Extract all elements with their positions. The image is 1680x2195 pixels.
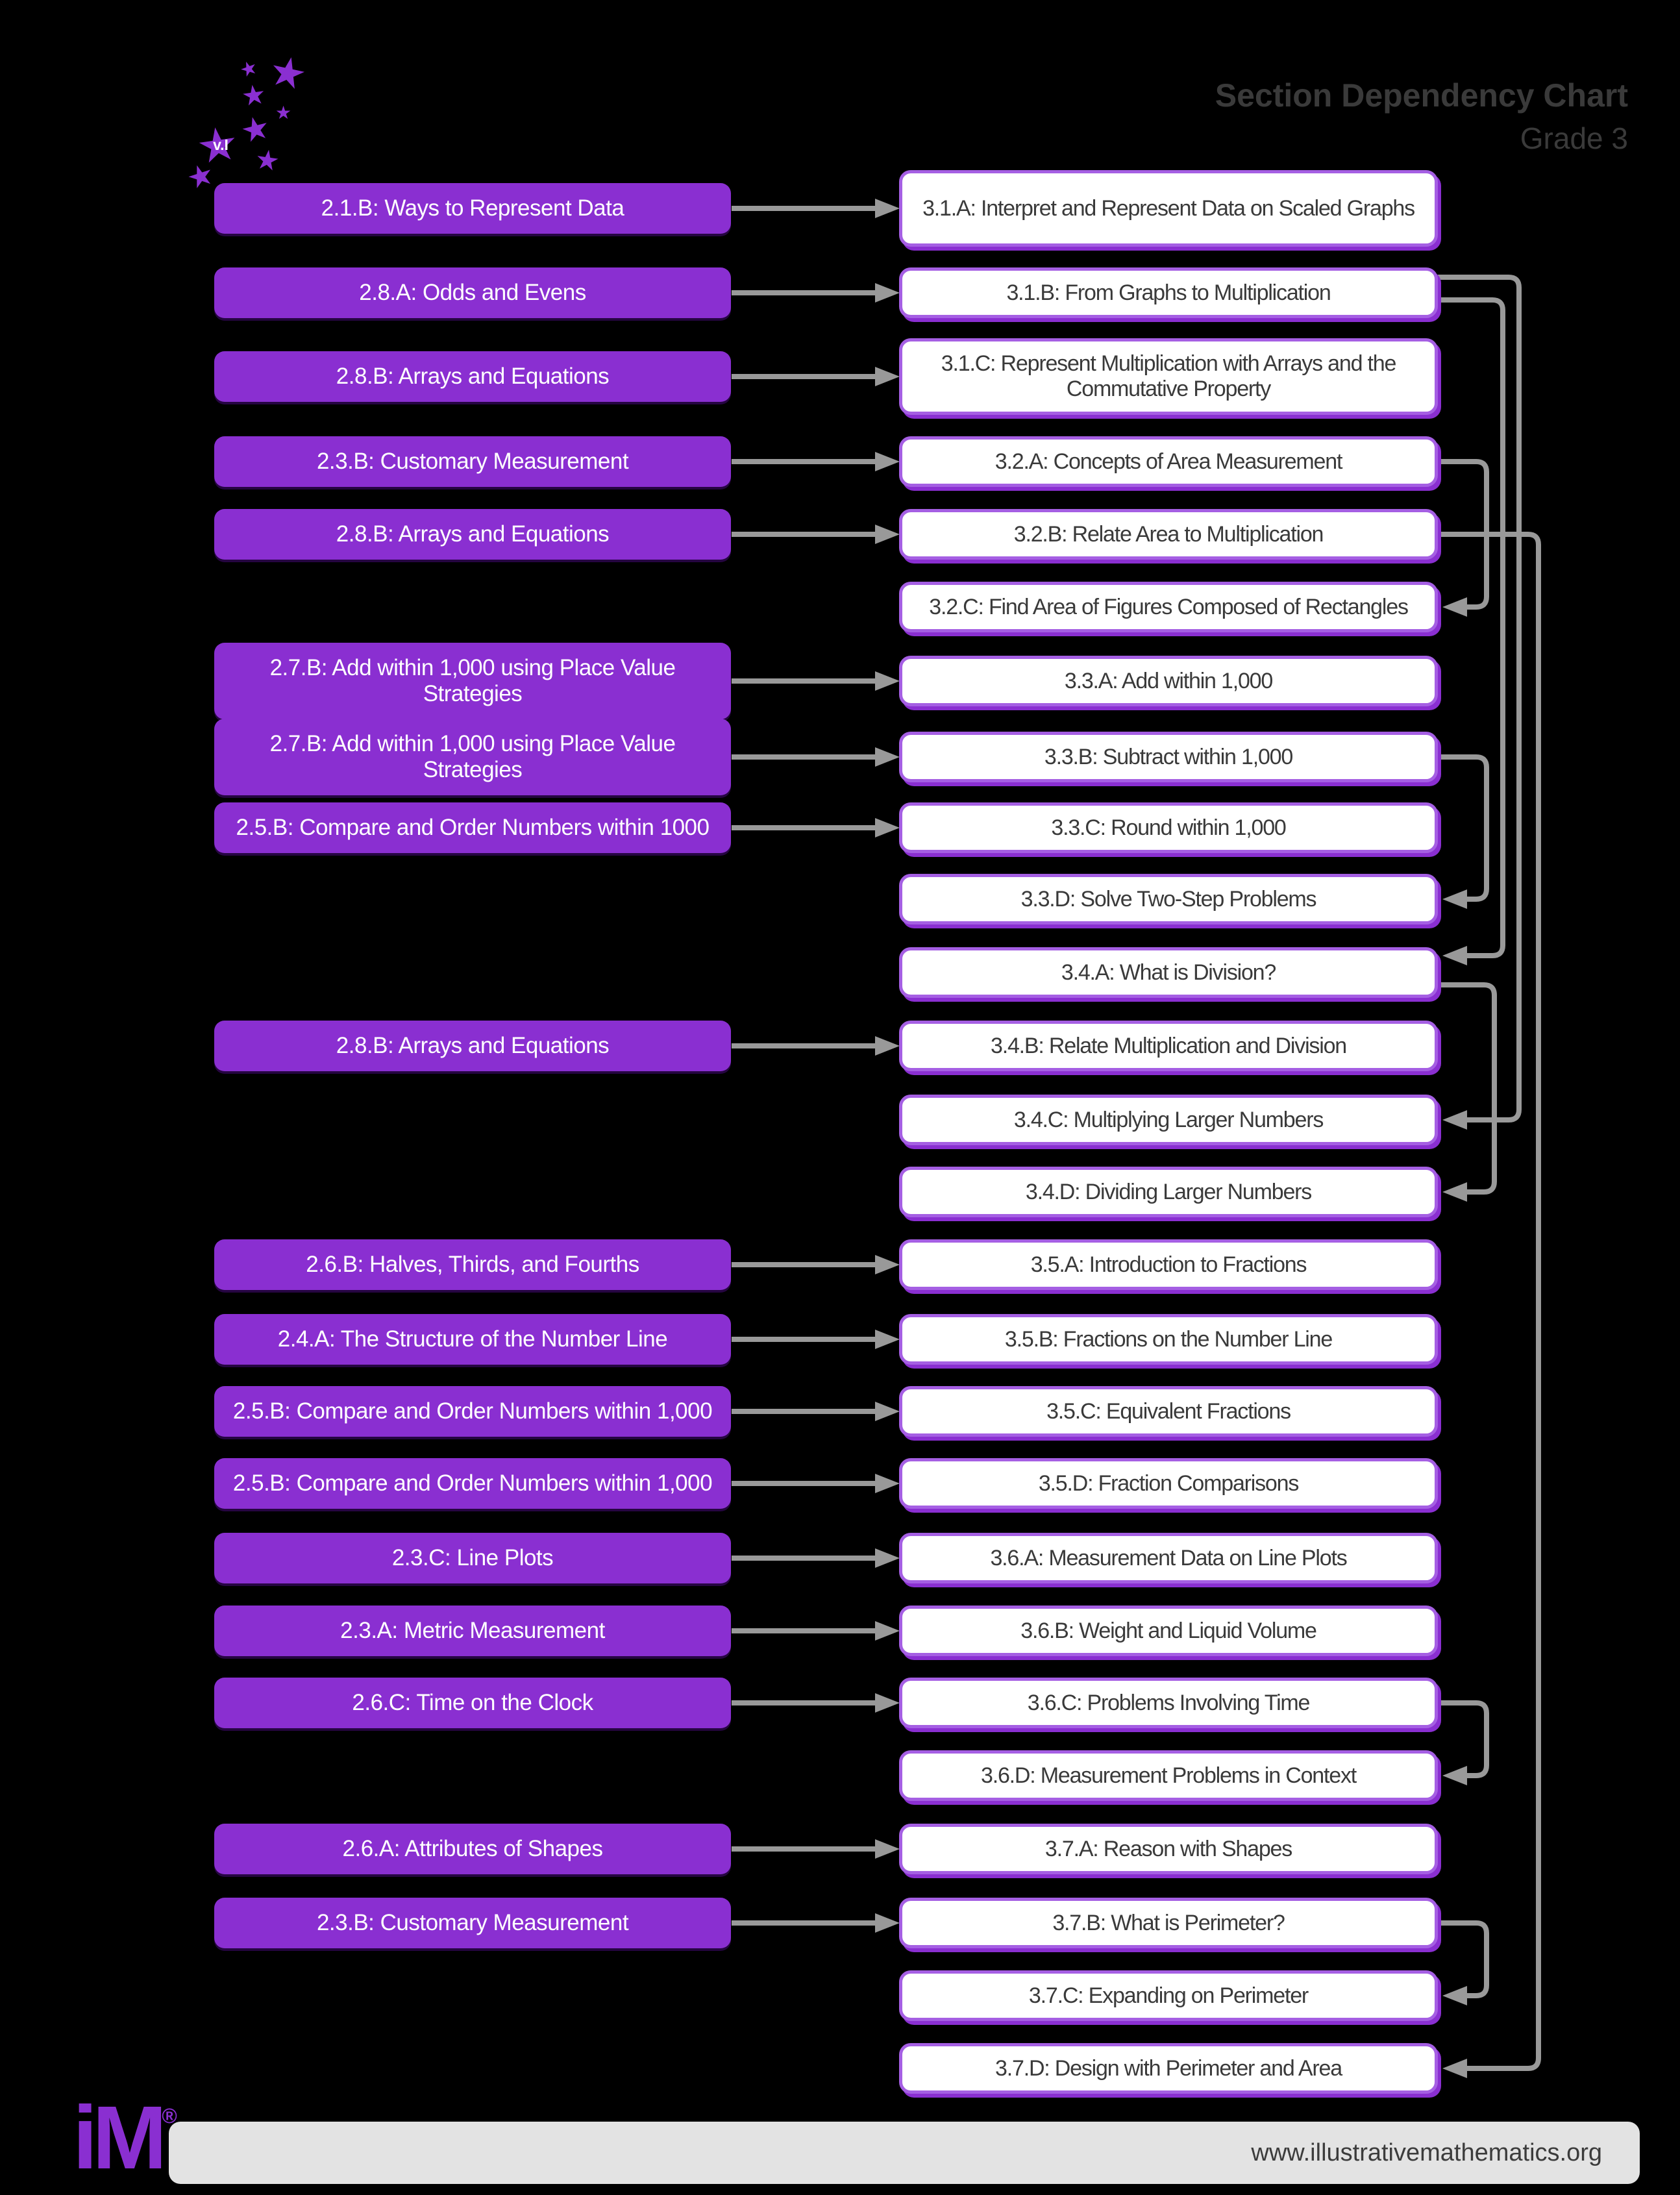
star-icon [275,104,291,122]
grade3-section-box: 3.5.B: Fractions on the Number Line [899,1314,1438,1365]
grade2-section-box: 2.8.B: Arrays and Equations [214,509,731,560]
grade3-section-box: 3.6.B: Weight and Liquid Volume [899,1606,1438,1656]
star-icon [240,81,267,111]
grade3-section-box: 3.7.C: Expanding on Perimeter [899,1970,1438,2021]
grade3-section-box: 3.2.A: Concepts of Area Measurement [899,436,1438,487]
star-icon [253,145,281,176]
grade3-section-box: 3.1.C: Represent Multiplication with Arr… [899,338,1438,415]
grade2-section-box: 2.6.C: Time on the Clock [214,1678,731,1728]
dep-arrow-3.4.A-3.4.D [1438,982,1497,1202]
grade3-section-box: 3.5.D: Fraction Comparisons [899,1458,1438,1509]
grade3-section-box: 3.2.B: Relate Area to Multiplication [899,509,1438,560]
im-logo: iM® [73,2088,177,2188]
grade2-section-box: 2.7.B: Add within 1,000 using Place Valu… [214,719,731,795]
grade3-section-box: 3.5.A: Introduction to Fractions [899,1239,1438,1290]
grade2-section-box: 2.4.A: The Structure of the Number Line [214,1314,731,1365]
grade3-section-box: 3.3.C: Round within 1,000 [899,802,1438,853]
grade3-section-box: 3.4.C: Multiplying Larger Numbers [899,1095,1438,1145]
grade3-section-box: 3.3.B: Subtract within 1,000 [899,732,1438,782]
arrow-2.4.A-3.5.B [732,1330,900,1349]
grade3-section-box: 3.7.D: Design with Perimeter and Area [899,2043,1438,2094]
arrow-2.7.B-3.3.A [732,671,900,691]
grade2-section-box: 2.7.B: Add within 1,000 using Place Valu… [214,643,731,719]
arrow-2.8.B-3.1.C [732,367,900,386]
grade2-section-box: 2.3.C: Line Plots [214,1533,731,1583]
arrow-2.5.B-3.5.C [732,1402,900,1421]
grade3-section-box: 3.7.B: What is Perimeter? [899,1898,1438,1948]
arrow-2.5.B-3.5.D [732,1474,900,1493]
arrow-2.3.B-3.2.A [732,452,900,471]
grade3-section-box: 3.5.C: Equivalent Fractions [899,1386,1438,1437]
grade2-section-box: 2.8.A: Odds and Evens [214,267,731,318]
arrow-2.3.C-3.6.A [732,1548,900,1568]
grade2-section-box: 2.3.B: Customary Measurement [214,1898,731,1948]
dep-arrow-3.1.B-3.4.A [1438,297,1505,965]
grade2-section-box: 2.3.A: Metric Measurement [214,1606,731,1656]
grade3-section-box: 3.4.A: What is Division? [899,947,1438,998]
grade3-section-box: 3.7.A: Reason with Shapes [899,1824,1438,1874]
arrow-2.6.A-3.7.A [732,1839,900,1859]
arrow-2.8.B-3.2.B [732,525,900,544]
grade3-section-box: 3.1.B: From Graphs to Multiplication [899,267,1438,318]
grade3-section-box: 3.2.C: Find Area of Figures Composed of … [899,582,1438,632]
grade3-section-box: 3.4.D: Dividing Larger Numbers [899,1167,1438,1217]
grade3-section-box: 3.4.B: Relate Multiplication and Divisio… [899,1021,1438,1071]
grade2-section-box: 2.6.B: Halves, Thirds, and Fourths [214,1239,731,1290]
grade2-section-box: 2.5.B: Compare and Order Numbers within … [214,802,731,853]
dep-arrow-3.2.A-3.2.C [1438,459,1489,617]
grade3-section-box: 3.3.A: Add within 1,000 [899,656,1438,706]
grade3-section-box: 3.6.C: Problems Involving Time [899,1678,1438,1728]
grade3-section-box: 3.6.A: Measurement Data on Line Plots [899,1533,1438,1583]
star-icon [266,49,310,97]
arrow-2.5.B-3.3.C [732,818,900,837]
arrow-2.6.C-3.6.C [732,1693,900,1713]
footer-url: www.illustrativemathematics.org [1251,2139,1602,2166]
dep-arrow-3.1.B-3.4.C [1438,275,1522,1130]
arrow-2.3.B-3.7.B [732,1913,900,1933]
grade2-section-box: 2.5.B: Compare and Order Numbers within … [214,1458,731,1509]
header: Section Dependency Chart Grade 3 [1215,77,1628,156]
logo-version-label: v.I [213,136,229,153]
dep-arrow-3.3.B-3.3.D [1438,754,1489,909]
grade2-section-box: 2.6.A: Attributes of Shapes [214,1824,731,1874]
dep-arrow-3.2.B-3.7.D [1438,532,1541,2078]
grade3-section-box: 3.6.D: Measurement Problems in Context [899,1750,1438,1801]
arrow-2.7.B-3.3.B [732,747,900,767]
arrow-2.8.A-3.1.B [732,283,900,303]
star-icon [238,57,261,81]
grade3-section-box: 3.3.D: Solve Two-Step Problems [899,874,1438,924]
footer-bar: www.illustrativemathematics.org [169,2122,1640,2184]
grade2-section-box: 2.8.B: Arrays and Equations [214,351,731,402]
arrow-2.1.B-3.1.A [732,199,900,218]
grade2-section-box: 2.8.B: Arrays and Equations [214,1021,731,1071]
grade2-section-box: 2.1.B: Ways to Represent Data [214,183,731,234]
page-subtitle: Grade 3 [1520,121,1628,155]
arrow-2.8.B-3.4.B [732,1036,900,1056]
registered-trademark-icon: ® [162,2104,177,2127]
grade3-section-box: 3.1.A: Interpret and Represent Data on S… [899,170,1438,247]
dep-arrow-3.7.B-3.7.C [1438,1920,1489,2005]
page-title: Section Dependency Chart [1215,77,1628,114]
grade2-section-box: 2.3.B: Customary Measurement [214,436,731,487]
arrow-2.3.A-3.6.B [732,1621,900,1641]
grade2-section-box: 2.5.B: Compare and Order Numbers within … [214,1386,731,1437]
dep-arrow-3.6.C-3.6.D [1438,1700,1489,1785]
arrow-2.6.B-3.5.A [732,1255,900,1274]
